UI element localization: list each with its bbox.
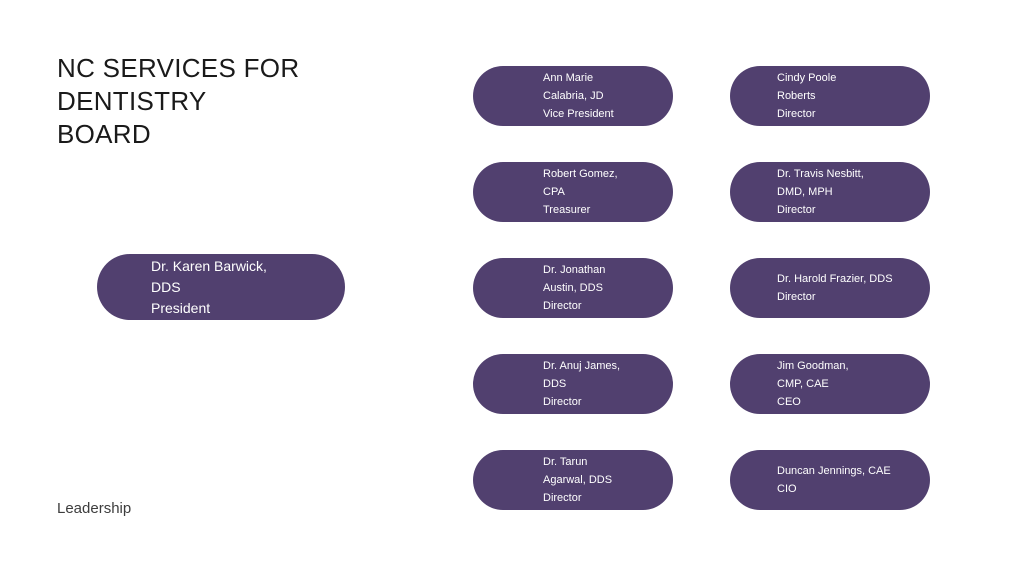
org-node-president[interactable]: Dr. Karen Barwick, DDS President <box>97 254 345 320</box>
org-node-label: Jim Goodman, CMP, CAE CEO <box>777 360 849 408</box>
page-title: NC SERVICES FOR DENTISTRY BOARD <box>57 53 300 149</box>
org-node-vice-president[interactable]: Ann Marie Calabria, JD Vice President <box>473 66 673 126</box>
org-node-treasurer[interactable]: Robert Gomez, CPA Treasurer <box>473 162 673 222</box>
org-node-director-nesbitt[interactable]: Dr. Travis Nesbitt, DMD, MPH Director <box>730 162 930 222</box>
org-node-label: Dr. Harold Frazier, DDS Director <box>777 273 893 303</box>
slide-footer-label: Leadership <box>57 500 132 517</box>
org-node-label: Dr. Karen Barwick, DDS President <box>151 257 267 316</box>
org-node-director-roberts[interactable]: Cindy Poole Roberts Director <box>730 66 930 126</box>
org-node-label: Dr. Jonathan Austin, DDS Director <box>543 264 606 312</box>
org-node-cio-jennings[interactable]: Duncan Jennings, CAE CIO <box>730 450 930 510</box>
org-node-label: Dr. Tarun Agarwal, DDS Director <box>543 456 613 504</box>
org-node-director-frazier[interactable]: Dr. Harold Frazier, DDS Director <box>730 258 930 318</box>
org-node-label: Duncan Jennings, CAE CIO <box>777 465 891 495</box>
org-node-label: Dr. Travis Nesbitt, DMD, MPH Director <box>777 168 864 216</box>
org-node-director-agarwal[interactable]: Dr. Tarun Agarwal, DDS Director <box>473 450 673 510</box>
org-node-ceo-goodman[interactable]: Jim Goodman, CMP, CAE CEO <box>730 354 930 414</box>
org-node-label: Ann Marie Calabria, JD Vice President <box>543 72 614 120</box>
org-node-director-james[interactable]: Dr. Anuj James, DDS Director <box>473 354 673 414</box>
org-node-label: Robert Gomez, CPA Treasurer <box>543 168 618 216</box>
org-node-label: Dr. Anuj James, DDS Director <box>543 360 621 408</box>
org-node-label: Cindy Poole Roberts Director <box>777 72 837 120</box>
org-node-director-austin[interactable]: Dr. Jonathan Austin, DDS Director <box>473 258 673 318</box>
